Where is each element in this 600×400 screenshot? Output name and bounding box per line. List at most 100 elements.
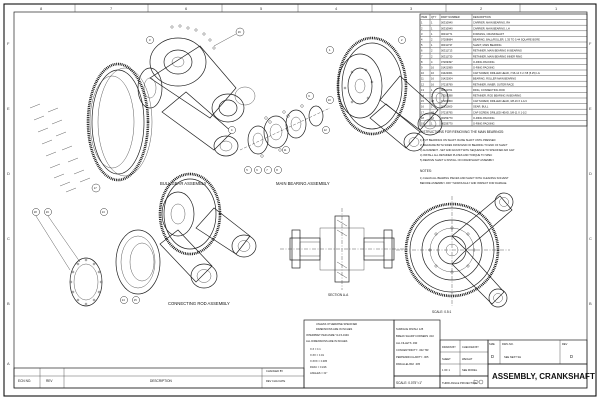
bom-row-cell-2: 07209398 [441, 94, 453, 98]
dwg-no-value: SEE NEXT SH [504, 355, 521, 359]
finish-1: SURFACE FINISH: 125 [396, 327, 424, 331]
sheet-label: SHEET [442, 357, 451, 361]
bom-row-cell-2: 00311600 [441, 105, 453, 109]
bull-gear-cap-screws [29, 103, 91, 193]
bom-row-cell-0: 3 [421, 32, 423, 36]
bom-row-cell-1: 2 [431, 54, 433, 58]
zone-side-d-right: D [589, 171, 592, 176]
weight-label: WEIGHT [462, 357, 473, 361]
bom-row-cell-2: 00311713 [441, 49, 453, 53]
main-bearing-assembly-view: MAIN BEARING ASSEMBLY 5 6 7 8 9 10 [239, 92, 334, 186]
interpret-note: INTERPRET PER ASME Y14.5-1994 [306, 333, 349, 337]
section-a-a-label: SECTION A-A [328, 293, 349, 297]
bom-row-cell-1: 1 [431, 43, 433, 47]
bom-row-cell-2: 07209397 [441, 60, 453, 64]
bom-row-cell-3: CAP SCREW, DRILLED HEAD, 5/8-11 X 1-1/2 [473, 110, 527, 114]
bom-row-cell-1: 2 [431, 94, 433, 98]
balloon-16: 16 [238, 30, 241, 34]
bom-row-cell-2: 07200800 [441, 99, 453, 103]
zone-side-a: A [7, 361, 10, 366]
bom-row-cell-3: CARRIER, MAIN BEARING, RH [473, 21, 510, 25]
bom-row-cell-1: 2 [431, 38, 433, 42]
bom-row-cell-0: 13 [421, 88, 424, 92]
bom-row-cell-2: 01421999 [441, 66, 453, 70]
bom-row-cell-0: 19 [421, 122, 424, 126]
bom-row-cell-3: RING, CONNECTING ROD [473, 88, 505, 92]
tol-frac: FRAC = ±1/16 [310, 365, 327, 369]
bom-row-cell-3: O-RING PACKING [473, 60, 495, 64]
front-view: SCALE: 0.5:1 [396, 192, 514, 314]
bom-row-cell-3: BEARING, ROLLER MAIN BEARING [473, 77, 516, 81]
bom-row-cell-0: 6 [421, 49, 423, 53]
weight-value: SEE MODEL [462, 368, 478, 372]
bom-row-cell-1: 48 [431, 110, 434, 114]
bom-row-cell-0: 4 [421, 38, 423, 42]
balloon-circle [322, 126, 330, 134]
bom-row-cell-3: CARRIER, MAIN BEARING, LH [473, 26, 510, 30]
balloon-17: 17 [94, 186, 97, 190]
balloon-4: 4 [231, 128, 233, 132]
bom-row-cell-0: 5 [421, 43, 423, 47]
balloon-7: 7 [266, 168, 268, 172]
bom-row-cell-1: 16 [431, 82, 434, 86]
bom-row-cell-3: RETAINER, INNER, OUTER RACE [473, 82, 514, 86]
zone-side-f: F [7, 41, 10, 46]
connecting-rod-assembly-view: CONNECTING ROD ASSEMBLY 18 19 13 14 15 [32, 172, 257, 307]
zone-top-5: 5 [260, 6, 263, 11]
bom-row-cell-2: 01422001 [441, 71, 453, 75]
balloon-circle [146, 36, 154, 44]
tol-x-x: X.X = ±.1 [310, 347, 321, 351]
balloon-18: 18 [34, 210, 37, 214]
bom-row-cell-0: 9 [421, 66, 423, 70]
bom-header-cell-2: PART NUMBER [441, 15, 460, 19]
balloon-circle [326, 46, 334, 54]
revision-strip [13, 367, 305, 389]
bom-header-cell-0: ITEM [421, 15, 427, 19]
bom-row-cell-2: 07219799 [441, 82, 453, 86]
size-value: D [491, 354, 494, 359]
rev-value: D [570, 354, 573, 359]
notes-heading: NOTES: [420, 169, 432, 173]
drawn-by-label: DRAWN BY [442, 345, 456, 349]
balloon-1: 1 [329, 48, 331, 52]
bom-row-cell-0: 16 [421, 105, 424, 109]
balloon-circle [398, 36, 406, 44]
bom-row-cell-3: O-RING PACKING [473, 122, 495, 126]
bom-header-cell-3: DESCRIPTION [473, 15, 491, 19]
balloon-15: 15 [134, 298, 137, 302]
projection-label: THIRD ANGLE PROJECTION [442, 381, 477, 385]
bom-row-cell-3: RETAINER, MAIN BEARING IN BEARING [473, 49, 522, 53]
bom-row-cell-0: 17 [421, 110, 424, 114]
bom-row-cell-3: RETAINER, ROD BEARING IN BEARING [473, 94, 521, 98]
instructions-heading: INSTRUCTIONS FOR REMOVING THE MAIN BEARI… [420, 130, 504, 134]
balloon-11: 11 [284, 148, 287, 152]
description-column-label: DESCRIPTION [150, 379, 172, 383]
zone-top-7: 7 [110, 6, 113, 11]
tol-x-xxx: X.XXX = ±.005 [310, 359, 328, 363]
unless-specified: UNLESS OTHERWISE SPECIFIED [316, 322, 357, 326]
outer-border [3, 3, 597, 397]
bom-row-cell-3: RETAINER, MAIN BEARING INNER RING [473, 54, 522, 58]
zone-top-8: 8 [40, 6, 43, 11]
bom-row-cell-3: FORGING, CRANKSHAFT [473, 32, 505, 36]
bom-row-cell-1: 1 [431, 88, 433, 92]
bom-row-cell-3: CAP SCREW, DRILLED HEAD, 3/8-16 X 1-1/4 [473, 99, 527, 103]
zone-top-4: 4 [335, 6, 338, 11]
instruction-step-5: 5) REMOVE SHAFT & INSTALL ON CRANKSHAFT … [420, 158, 494, 162]
connecting-rod-assembly-label: CONNECTING ROD ASSEMBLY [168, 301, 230, 306]
bom-row-cell-2: 00311701 [441, 88, 453, 92]
instruction-step-2: 2) MEASURE BOTH SIDES FROM END OF BEARIN… [420, 143, 508, 147]
rev-column-label: REV [46, 379, 53, 383]
bom-row-cell-1: 16 [431, 66, 434, 70]
inner-border [13, 11, 588, 389]
bom-row-cell-1: 16 [431, 77, 434, 81]
